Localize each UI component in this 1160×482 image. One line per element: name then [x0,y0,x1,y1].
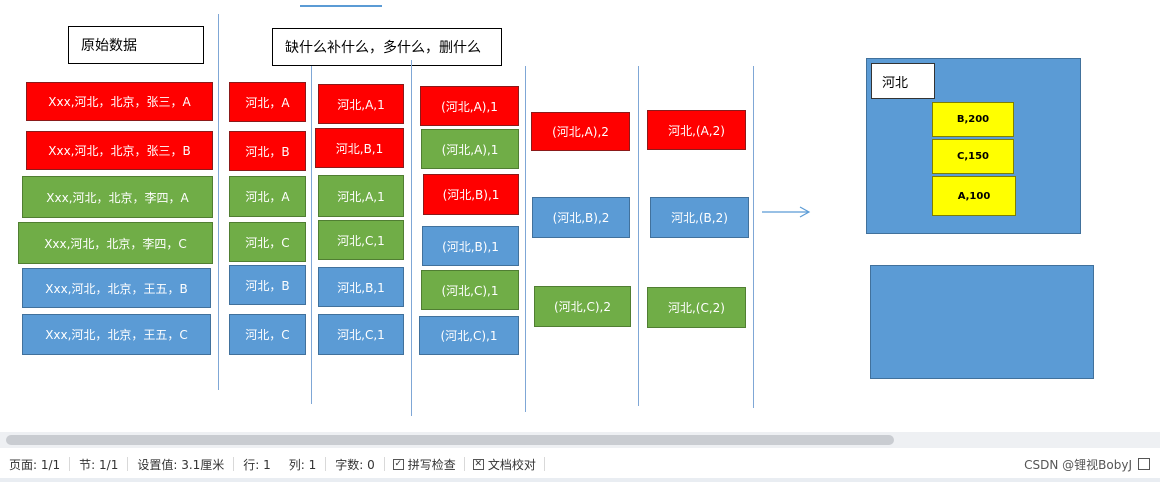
scrollbar-thumb[interactable] [6,435,894,445]
regrouped-cell: 河北,(A,2) [647,110,746,150]
separator-line [218,14,219,390]
separator-line [311,66,312,404]
bottom-strip [0,478,1160,482]
divider [69,457,71,471]
view-mode-icon[interactable] [1138,458,1150,470]
separator-line [753,66,754,408]
top-item-cell: C,150 [932,139,1014,174]
reduced-cell: (河北,A),2 [531,112,630,151]
divider [543,457,545,471]
rule-label: 缺什么补什么，多什么，删什么 [272,28,502,66]
position-indicator[interactable]: 设置值: 3.1厘米 [137,457,225,472]
divider [233,457,235,471]
raw-record-cell: Xxx,河北，北京，王五，B [22,268,211,308]
divider [127,457,129,471]
regrouped-cell: 河北,(B,2) [650,197,749,238]
separator-line [525,66,526,412]
count-cell: 河北,C,1 [318,314,404,355]
top-item-cell: A,100 [932,176,1016,216]
keyed-cell: (河北,B),1 [423,174,519,215]
page-indicator[interactable]: 页面: 1/1 [9,457,61,472]
spell-check-label: 拼写检查 [407,457,456,472]
row-indicator[interactable]: 行: 1 [243,457,271,472]
spell-check-button[interactable]: ✓ 拼写检查 [385,456,464,473]
column-indicator[interactable]: 列: 1 [288,457,317,472]
map-output-cell: 河北，C [229,314,306,355]
keyed-cell: (河北,B),1 [422,226,519,266]
count-cell: 河北,C,1 [318,220,404,260]
count-cell: 河北,B,1 [315,128,404,168]
top-divider [300,5,382,7]
proof-icon: ✕ [472,458,484,470]
map-output-cell: 河北，B [229,265,306,305]
divider [383,457,385,471]
section-indicator[interactable]: 节: 1/1 [79,457,119,472]
status-right: CSDN @锂视BobyJ [1024,450,1150,478]
keyed-cell: (河北,A),1 [421,129,519,169]
region-label: 河北 [871,63,935,99]
raw-record-cell: Xxx,河北，北京，张三，A [26,82,213,121]
keyed-cell: (河北,C),1 [421,270,519,310]
map-output-cell: 河北，A [229,176,306,217]
separator-line [638,66,639,406]
count-cell: 河北,A,1 [318,84,404,124]
check-icon: ✓ [392,458,404,470]
flow-arrow-icon [762,206,811,218]
count-cell: 河北,A,1 [318,175,404,217]
raw-record-cell: Xxx,河北，北京，张三，B [26,131,213,170]
keyed-cell: (河北,C),1 [419,316,519,355]
map-output-cell: 河北，C [229,222,306,262]
count-cell: 河北,B,1 [318,267,404,307]
empty-result-panel [870,265,1094,379]
top-item-cell: B,200 [932,102,1014,137]
source-data-label: 原始数据 [68,26,204,64]
regrouped-cell: 河北,(C,2) [647,287,746,328]
doc-proof-label: 文档校对 [487,457,536,472]
raw-record-cell: Xxx,河北，北京，李四，A [22,176,213,218]
document-canvas: 原始数据 缺什么补什么，多什么，删什么 Xxx,河北，北京，张三，A Xxx,河… [18,5,1094,416]
divider [325,457,327,471]
status-bar: 页面: 1/1 节: 1/1 设置值: 3.1厘米 行: 1 列: 1 字数: … [0,450,1160,478]
word-count[interactable]: 字数: 0 [335,457,375,472]
map-output-cell: 河北，A [229,82,306,122]
reduced-cell: (河北,C),2 [534,286,631,327]
map-output-cell: 河北，B [229,131,306,171]
raw-record-cell: Xxx,河北，北京，王五，C [22,314,211,355]
keyed-cell: (河北,A),1 [420,86,519,126]
divider [463,457,465,471]
raw-record-cell: Xxx,河北，北京，李四，C [18,222,213,264]
separator-line [411,60,412,416]
doc-proof-button[interactable]: ✕ 文档校对 [465,456,544,473]
reduced-cell: (河北,B),2 [532,197,630,238]
watermark-text: CSDN @锂视BobyJ [1024,457,1132,472]
